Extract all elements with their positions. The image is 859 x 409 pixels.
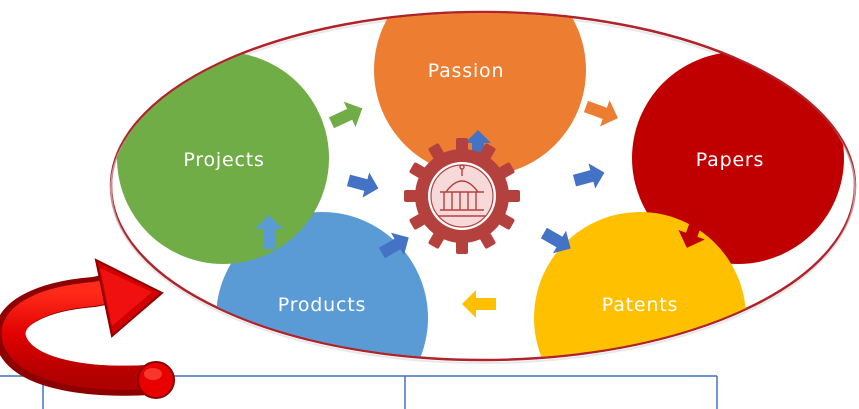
cycle-arrows bbox=[255, 100, 705, 318]
cycle-arrow-patents-to-products bbox=[462, 290, 496, 318]
node-passion-label: Passion bbox=[428, 60, 505, 82]
cycle-arrow-passion-to-papers bbox=[583, 100, 618, 127]
spoke-arrow-down-right bbox=[540, 227, 571, 254]
node-patents-label: Patents bbox=[602, 294, 678, 316]
spoke-arrow-right bbox=[572, 163, 605, 189]
spoke-arrows bbox=[346, 130, 605, 259]
spoke-arrow-left bbox=[346, 172, 379, 198]
cycle-arrow-projects-to-passion bbox=[328, 101, 363, 129]
node-projects-circle bbox=[117, 52, 329, 264]
node-patents-circle bbox=[534, 212, 746, 359]
node-products-label: Products bbox=[278, 294, 366, 316]
spoke-arrow-down-left bbox=[378, 232, 409, 259]
curved-arrow-icon bbox=[0, 258, 175, 399]
node-papers-label: Papers bbox=[696, 149, 765, 171]
gear-emblem-icon bbox=[404, 138, 520, 254]
node-papers-circle bbox=[632, 52, 844, 264]
cycle-arrow-papers-to-patents bbox=[678, 213, 705, 248]
spoke-arrow-up bbox=[465, 130, 491, 161]
node-products-circle bbox=[216, 212, 428, 359]
node-projects-label: Projects bbox=[183, 149, 264, 171]
node-passion-circle bbox=[374, 13, 586, 176]
cycle-arrow-products-to-projects bbox=[255, 215, 283, 249]
